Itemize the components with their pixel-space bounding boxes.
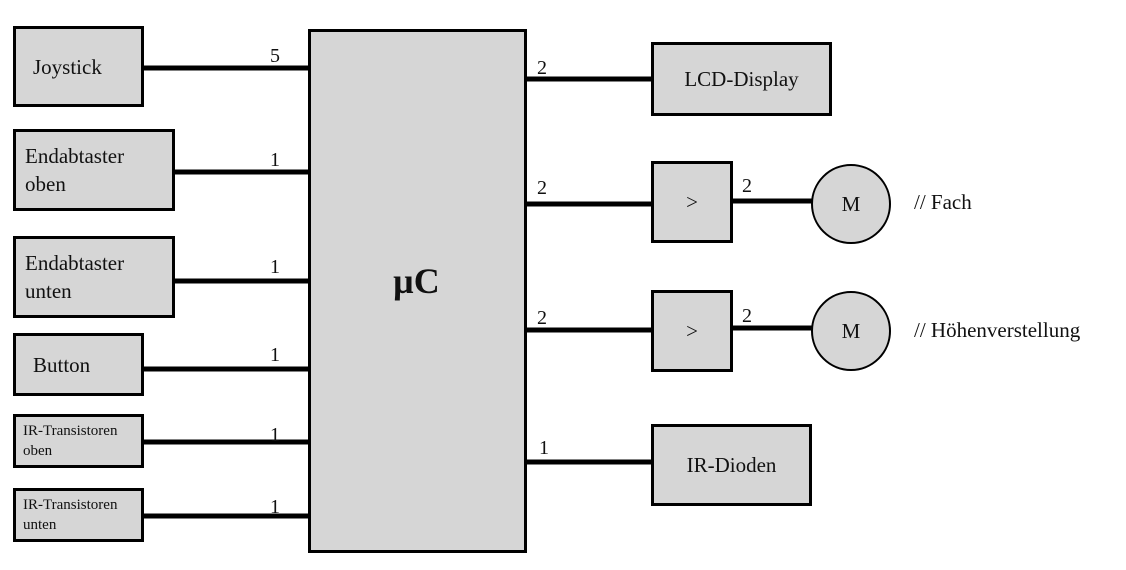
endabtaster-unten-label-line2: unten xyxy=(25,279,72,303)
wire-count-endabtaster-unten: 1 xyxy=(270,256,280,278)
wire-count-ir-dioden: 1 xyxy=(539,437,549,459)
wire-count-driver-hoehe: 2 xyxy=(537,307,547,329)
endabtaster-oben-label-line2: oben xyxy=(25,172,66,196)
driver-hoehe-label: > xyxy=(686,319,698,343)
driver-fach-label: > xyxy=(686,190,698,214)
ir-transistoren-unten-box: IR-Transistoren unten xyxy=(13,488,144,542)
wire-count-lcd: 2 xyxy=(537,57,547,79)
ir-dioden-box: IR-Dioden xyxy=(651,424,812,506)
ir-transistoren-oben-label-line2: oben xyxy=(23,443,53,459)
ir-transistoren-oben-box: IR-Transistoren oben xyxy=(13,414,144,468)
microcontroller-label: µC xyxy=(393,261,440,301)
endabtaster-oben-box: Endabtaster oben xyxy=(13,129,175,211)
wire-count-ir-transistoren-unten: 1 xyxy=(270,496,280,518)
comment-hoehe: // Höhenverstellung xyxy=(914,318,1081,342)
button-label: Button xyxy=(33,352,91,377)
motor-hoehe-label: M xyxy=(841,318,861,343)
wire-count-motor-fach: 2 xyxy=(742,175,752,197)
endabtaster-unten-label-line1: Endabtaster xyxy=(25,251,125,275)
joystick-box: Joystick xyxy=(13,26,144,107)
driver-fach-box: > xyxy=(651,161,733,243)
wire-count-ir-transistoren-oben: 1 xyxy=(270,424,280,446)
ir-transistoren-unten-label-line1: IR-Transistoren xyxy=(23,497,118,513)
ir-transistoren-oben-label-line1: IR-Transistoren xyxy=(23,423,118,439)
wire-count-button: 1 xyxy=(270,344,280,366)
joystick-label: Joystick xyxy=(33,54,102,79)
wire-count-motor-hoehe: 2 xyxy=(742,305,752,327)
button-box: Button xyxy=(13,333,144,396)
wire-count-joystick: 5 xyxy=(270,45,280,67)
ir-dioden-label: IR-Dioden xyxy=(686,453,777,477)
motor-hoehe: M xyxy=(811,291,891,371)
endabtaster-unten-box: Endabtaster unten xyxy=(13,236,175,318)
wire-count-endabtaster-oben: 1 xyxy=(270,149,280,171)
ir-transistoren-unten-label-line2: unten xyxy=(23,517,57,533)
motor-fach-label: M xyxy=(841,191,861,216)
lcd-display-box: LCD-Display xyxy=(651,42,832,116)
microcontroller-box: µC xyxy=(308,29,527,553)
wire-count-driver-fach: 2 xyxy=(537,177,547,199)
lcd-display-label: LCD-Display xyxy=(684,67,799,91)
driver-hoehe-box: > xyxy=(651,290,733,372)
comment-fach: // Fach xyxy=(914,190,972,214)
endabtaster-oben-label-line1: Endabtaster xyxy=(25,144,125,168)
motor-fach: M xyxy=(811,164,891,244)
